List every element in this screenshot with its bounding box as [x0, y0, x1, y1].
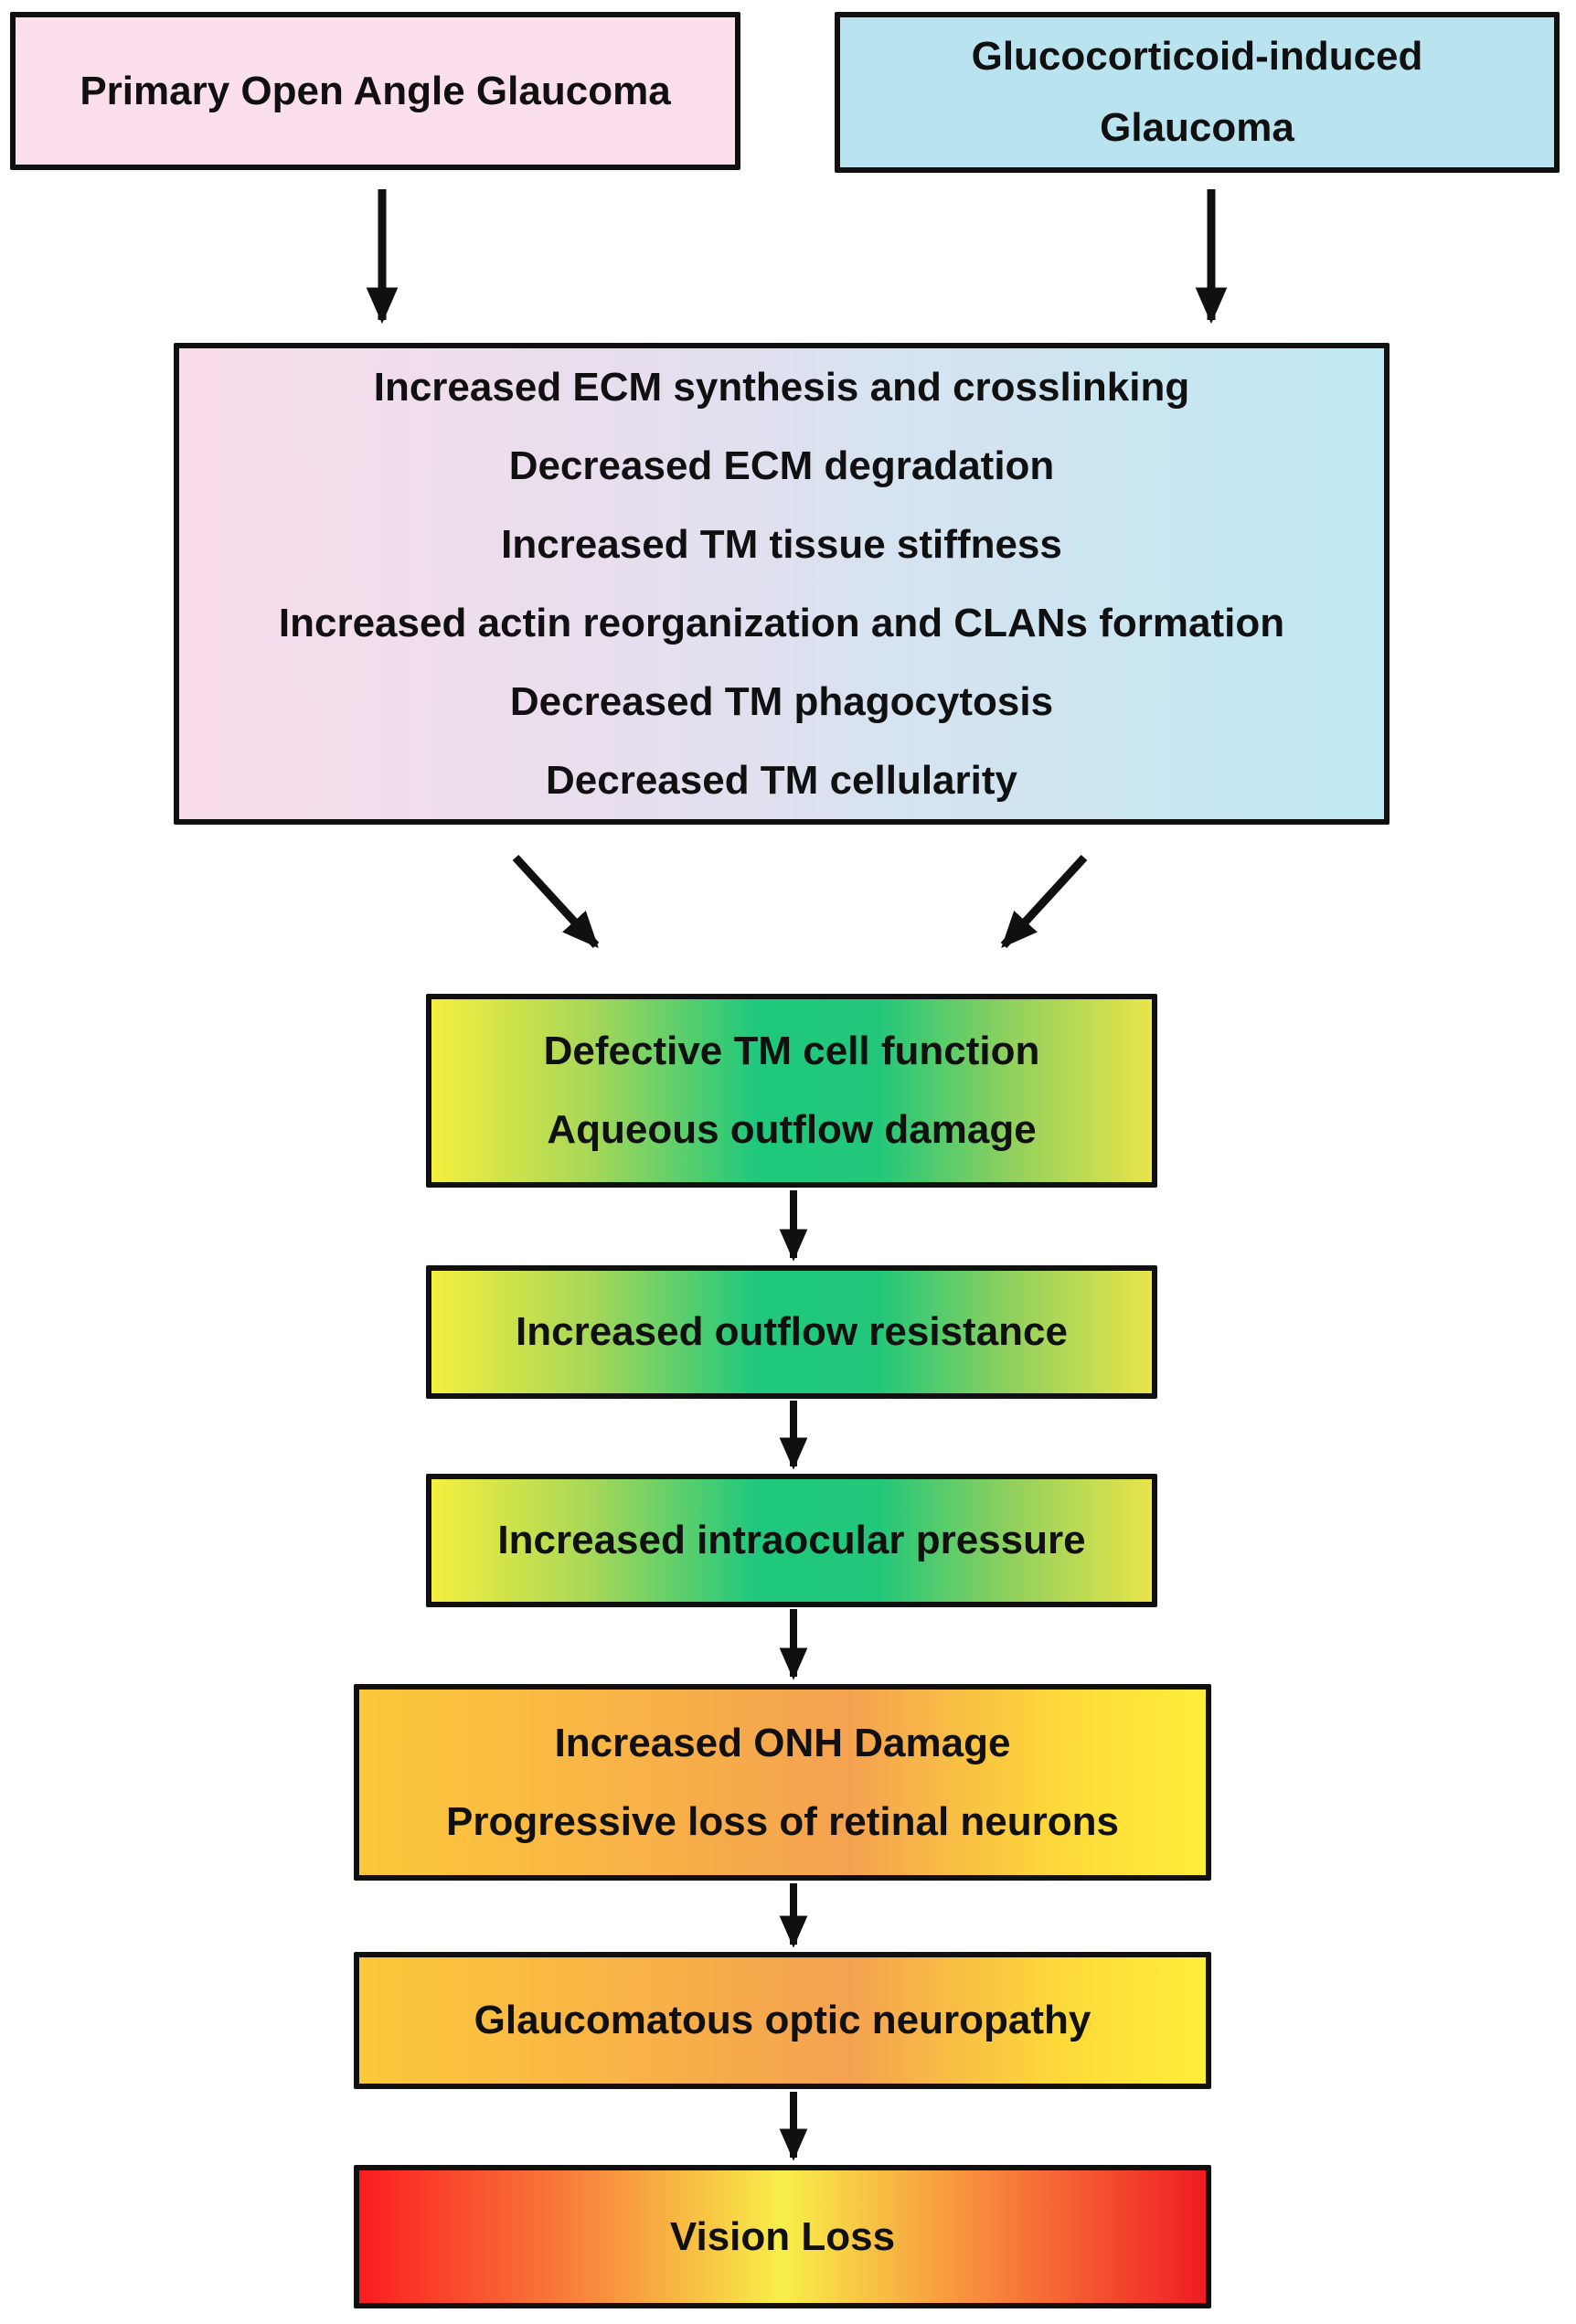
node-label-line1: Glucocorticoid-induced	[971, 34, 1423, 79]
node-defective-tm-cell-function: Defective TM cell function Aqueous outfl…	[426, 994, 1157, 1188]
node-increased-intraocular-pressure: Increased intraocular pressure	[426, 1474, 1157, 1607]
node-label: Vision Loss	[669, 2213, 896, 2259]
node-label-line1: Defective TM cell function	[543, 1029, 1040, 1073]
mechanism-line: Decreased TM phagocytosis	[509, 678, 1054, 724]
node-label-line1: Increased ONH Damage	[554, 1720, 1011, 1765]
diagonal-arrow-icon-mechanisms-to-defective-right	[1000, 854, 1088, 949]
node-label: Increased intraocular pressure	[497, 1518, 1086, 1562]
node-tm-mechanisms: Increased ECM synthesis and crosslinking…	[174, 343, 1390, 825]
node-increased-onh-damage: Increased ONH Damage Progressive loss of…	[354, 1684, 1211, 1881]
node-vision-loss: Vision Loss	[354, 2165, 1211, 2308]
mechanism-line: Increased actin reorganization and CLANs…	[278, 600, 1285, 645]
node-label: Increased outflow resistance	[516, 1309, 1068, 1354]
node-increased-outflow-resistance: Increased outflow resistance	[426, 1265, 1157, 1399]
node-label: Glaucomatous optic neuropathy	[474, 1998, 1091, 2042]
node-primary-open-angle-glaucoma: Primary Open Angle Glaucoma	[10, 12, 740, 170]
mechanism-line: Increased ECM synthesis and crosslinking	[373, 364, 1190, 410]
node-glaucomatous-optic-neuropathy: Glaucomatous optic neuropathy	[354, 1952, 1211, 2089]
node-label-line2: Aqueous outflow damage	[547, 1107, 1037, 1152]
mechanism-line: Increased TM tissue stiffness	[501, 521, 1062, 567]
diagonal-arrow-icon-mechanisms-to-defective-left	[512, 854, 600, 949]
mechanism-line: Decreased ECM degradation	[508, 442, 1055, 488]
node-label-line2: Glaucoma	[1100, 105, 1294, 150]
node-glucocorticoid-induced-glaucoma: Glucocorticoid-induced Glaucoma	[835, 12, 1560, 173]
node-label: Primary Open Angle Glaucoma	[80, 68, 671, 113]
mechanism-line: Decreased TM cellularity	[545, 757, 1017, 803]
node-label-line2: Progressive loss of retinal neurons	[445, 1798, 1119, 1844]
